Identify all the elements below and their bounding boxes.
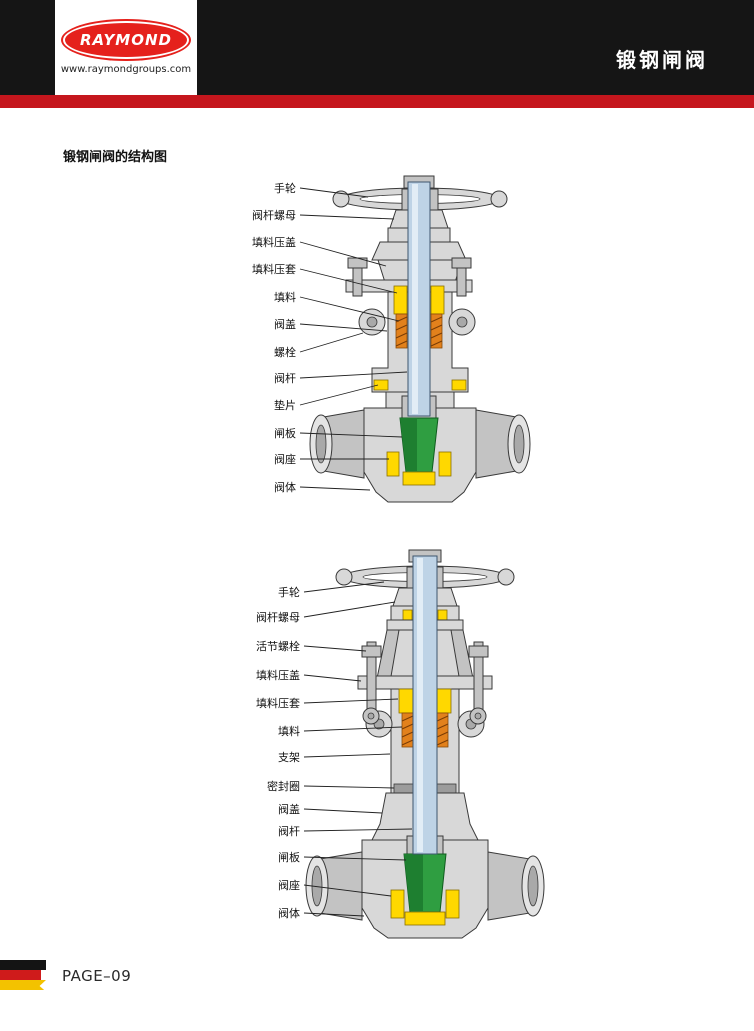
- label2-packing: 填料: [278, 724, 300, 738]
- page-number: PAGE–09: [62, 967, 132, 985]
- gate-wedge-2: [390, 835, 460, 926]
- label-packing: 填料: [274, 290, 296, 304]
- label-gasket: 垫片: [274, 398, 296, 412]
- label-gland-flange: 填料压盖: [252, 235, 296, 249]
- label-seat: 阀座: [274, 452, 296, 466]
- red-stripe: [0, 95, 754, 108]
- label-stem: 阀杆: [274, 371, 296, 385]
- logo-panel: RAYMOND www.raymondgroups.com: [55, 0, 197, 95]
- valve-stem: [403, 175, 435, 417]
- valve-diagram-top: 手轮 阀杆螺母 填料压盖 填料压套 填料 阀盖 螺栓 阀杆 垫片 闸板 阀座 阀…: [252, 175, 531, 503]
- label-bolt: 螺栓: [274, 345, 296, 359]
- label2-yoke: 支架: [278, 751, 300, 764]
- label2-eye-bolt: 活节螺栓: [256, 639, 300, 653]
- label2-gland-flange: 填料压盖: [256, 668, 300, 682]
- valve-stem-2: [408, 549, 442, 855]
- label-handwheel: 手轮: [274, 181, 296, 195]
- label2-stem: 阀杆: [278, 824, 300, 838]
- flag-stripe-red: [0, 970, 41, 980]
- label2-gate: 闸板: [278, 850, 300, 864]
- labels-bottom: 手轮 阀杆螺母 活节螺栓 填料压盖 填料压套 填料 支架 密封圈 阀盖 阀杆 闸…: [256, 585, 300, 920]
- label2-handwheel: 手轮: [278, 585, 300, 599]
- label2-seal-ring: 密封圈: [267, 779, 300, 793]
- website-url: www.raymondgroups.com: [60, 63, 192, 75]
- leader-lines-top: [299, 187, 408, 491]
- label-stem-nut: 阀杆螺母: [252, 208, 296, 222]
- label-gland-follower: 填料压套: [252, 262, 296, 276]
- label-bonnet: 阀盖: [274, 317, 296, 331]
- label2-seat: 阀座: [278, 878, 300, 892]
- gasket: [373, 379, 467, 391]
- swing-bolt-gland: [357, 641, 493, 725]
- flag-stripe-yellow: [0, 980, 46, 990]
- label-gate: 闸板: [274, 426, 296, 440]
- packing-set-2: [398, 688, 452, 748]
- leader-lines-bottom: [303, 581, 413, 917]
- labels-top: 手轮 阀杆螺母 填料压盖 填料压套 填料 阀盖 螺栓 阀杆 垫片 闸板 阀座 阀…: [252, 181, 296, 494]
- valve-diagram-bottom: 手轮 阀杆螺母 活节螺栓 填料压盖 填料压套 填料 支架 密封圈 阀盖 阀杆 闸…: [256, 549, 545, 939]
- label-body: 阀体: [274, 480, 296, 494]
- label2-gland-follower: 填料压套: [256, 696, 300, 710]
- logo-text: RAYMOND: [80, 30, 172, 49]
- section-title: 锻钢闸阀的结构图: [63, 150, 168, 165]
- label2-bonnet: 阀盖: [278, 802, 300, 816]
- raymond-logo: RAYMOND: [63, 20, 189, 59]
- label2-stem-nut: 阀杆螺母: [256, 610, 300, 624]
- label2-body: 阀体: [278, 906, 300, 920]
- flag-mark: [0, 960, 46, 990]
- flag-stripe-black: [0, 960, 46, 970]
- header-title: 锻钢闸阀: [616, 48, 708, 72]
